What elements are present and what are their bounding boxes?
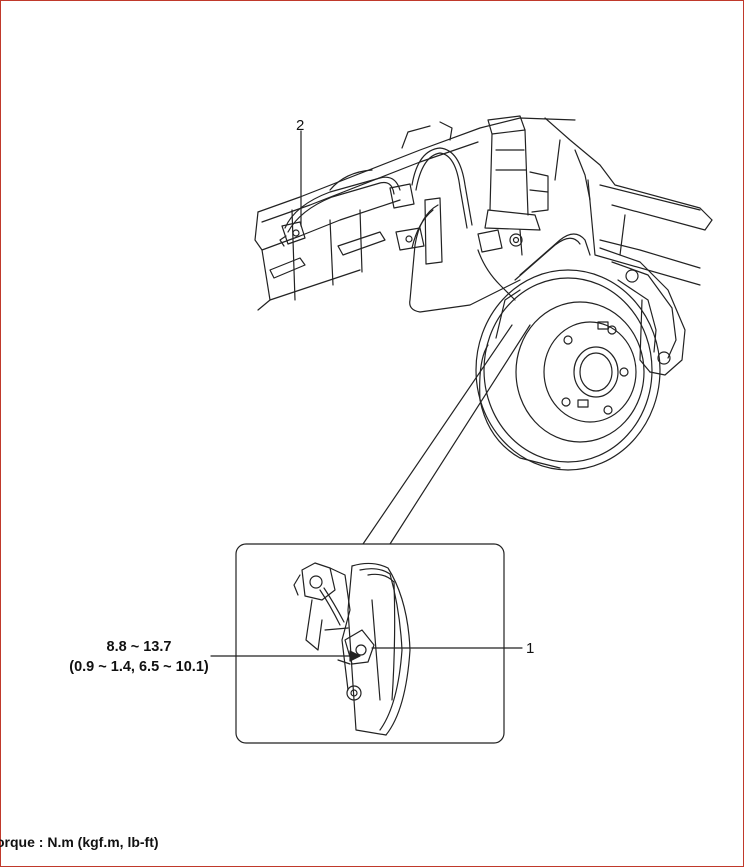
torque-value: 8.8 ~ 13.7: [106, 639, 172, 655]
sensor-connector: [279, 221, 306, 247]
brake-hose-harness: [284, 147, 591, 313]
hose-brackets: [389, 183, 503, 265]
zoom-connector-lines: [362, 324, 531, 545]
torque-alt-units: (0.9 ~ 1.4, 6.5 ~ 10.1): [69, 659, 209, 675]
detail-inset: [235, 543, 505, 744]
brake-disc: [475, 269, 661, 471]
body-structure: [254, 117, 713, 311]
callout-2: 2: [296, 117, 305, 134]
brake-caliper: [599, 247, 686, 376]
torque-arrow-head: [349, 650, 361, 662]
strut-assembly: [484, 115, 549, 256]
callout-1: 1: [526, 640, 535, 657]
torque-units-note: orque : N.m (kgf.m, lb-ft): [0, 834, 159, 850]
